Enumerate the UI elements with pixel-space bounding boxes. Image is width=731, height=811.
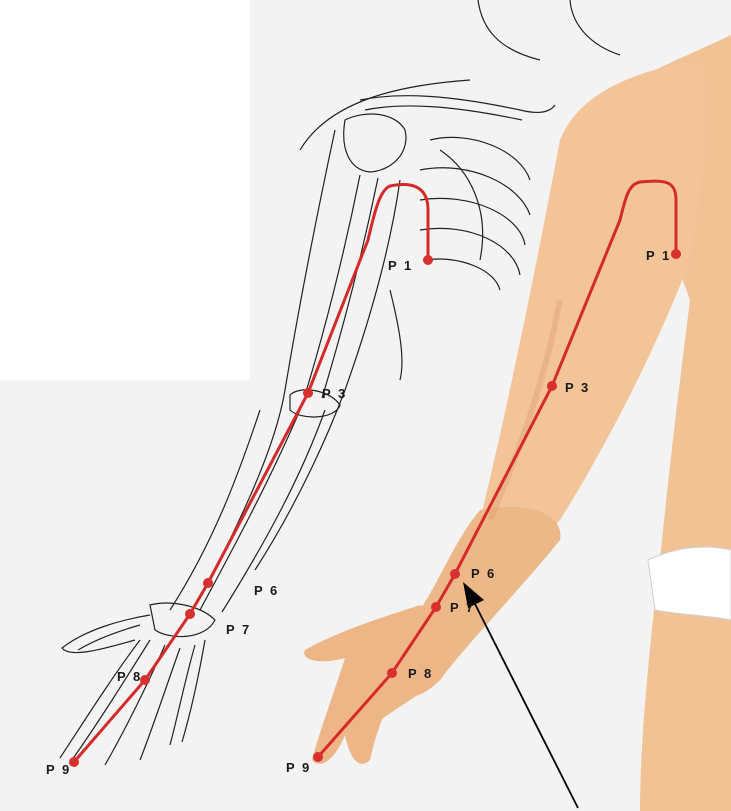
photo-point-p7 [431,602,441,612]
photo-label-p1: P 1 [646,248,671,263]
underwear [648,547,731,620]
skeleton-point-p7 [185,609,195,619]
photo-label-p3: P 3 [565,380,590,395]
skeleton-label-p1: P 1 [388,258,413,273]
skeleton-label-p3: P 3 [322,386,347,401]
skeleton-label-p8: P 8 [117,669,142,684]
photo-label-p6: P 6 [471,566,496,581]
photo-label-p7: P 7 [450,600,475,615]
photo-label-p9: P 9 [286,760,311,775]
skeleton-label-p7: P 7 [226,622,251,637]
skeleton-label-p6: P 6 [254,583,279,598]
photo-point-p6 [450,569,460,579]
photo-label-p8: P 8 [408,666,433,681]
skeleton-point-p6 [203,578,213,588]
photo-point-p9 [313,752,323,762]
skeleton-label-p9: P 9 [46,762,71,777]
photo-point-p1 [671,249,681,259]
photo-point-p8 [387,668,397,678]
skeleton-point-p3 [303,388,313,398]
skeleton-point-p1 [423,255,433,265]
photo-point-p3 [547,381,557,391]
